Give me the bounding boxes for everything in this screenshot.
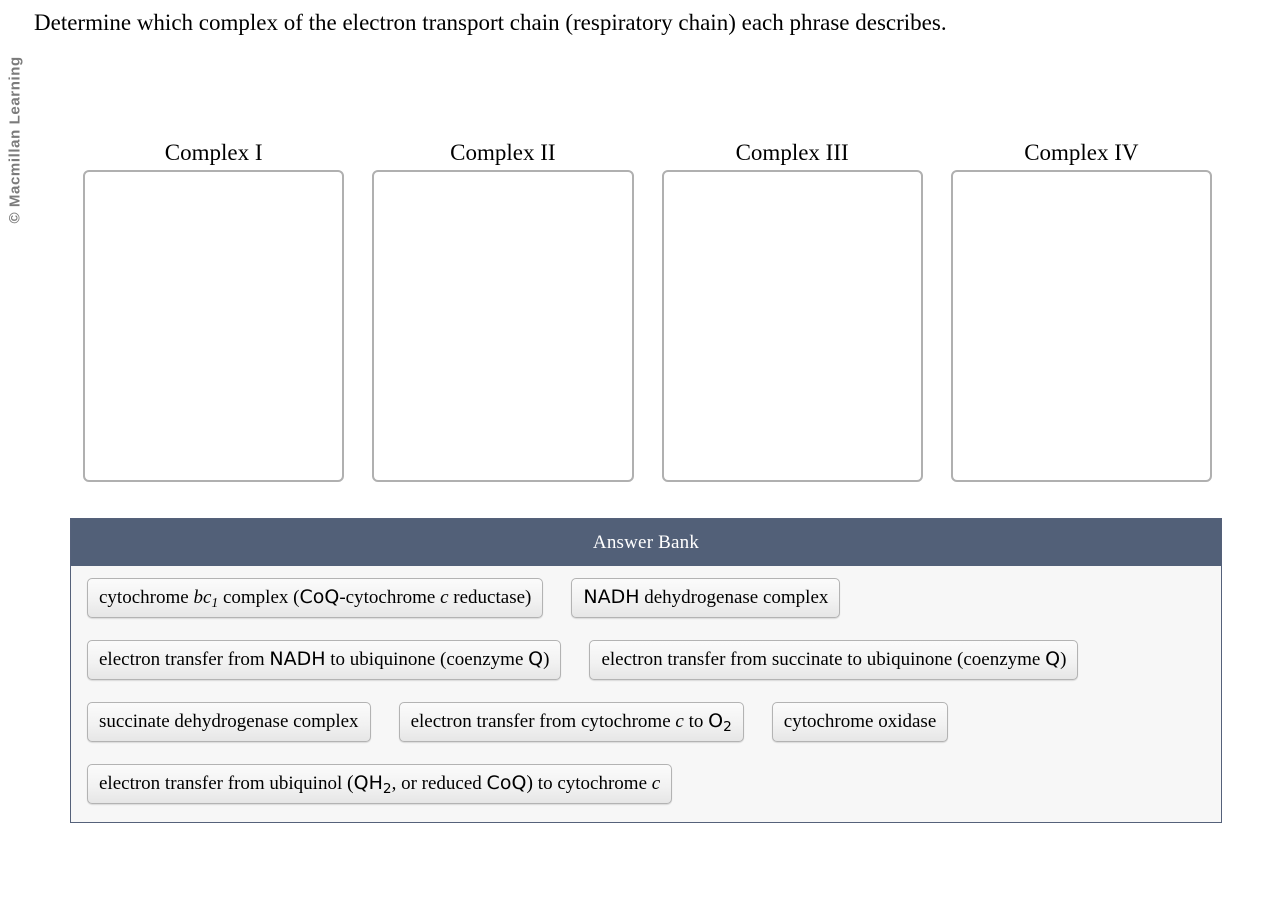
tile-nadh-dehydrogenase-complex[interactable]: NADH dehydrogenase complex [571,578,841,618]
copyright-watermark-label: © Macmillan Learning [6,56,24,224]
answer-bank-row: electron transfer from ubiquinol (QH2, o… [71,764,1221,804]
dropzone-label-complex-i: Complex I [164,140,263,165]
dropzone-label-complex-iii: Complex III [735,140,849,165]
answer-bank-row: cytochrome bc1 complex (CoQ-cytochrome c… [71,578,1221,618]
dropzone-box-complex-i[interactable] [83,170,345,482]
dropzone-complex-i[interactable]: Complex I [83,138,345,482]
dropzone-label-complex-ii: Complex II [450,140,556,165]
tile-cytochrome-oxidase[interactable]: cytochrome oxidase [771,702,949,742]
dropzone-complex-iii[interactable]: Complex III [661,138,923,482]
tile-electron-transfer-succinate-to-ubiquinone[interactable]: electron transfer from succinate to ubiq… [589,640,1079,680]
answer-bank-header: Answer Bank [71,519,1221,566]
copyright-watermark: © Macmillan Learning [0,0,30,230]
dropzone-box-complex-iv[interactable] [950,170,1212,482]
answer-bank-row: succinate dehydrogenase complex electron… [71,702,1221,742]
dropzone-label-complex-iv: Complex IV [1024,140,1139,165]
dropzone-row: Complex I Complex II Complex III Complex… [83,138,1212,482]
tile-cytochrome-bc1-complex[interactable]: cytochrome bc1 complex (CoQ-cytochrome c… [87,578,544,618]
question-prompt: Determine which complex of the electron … [34,10,947,35]
tile-succinate-dehydrogenase-complex[interactable]: succinate dehydrogenase complex [87,702,371,742]
answer-bank-title: Answer Bank [592,531,700,553]
dropzone-complex-ii[interactable]: Complex II [372,138,634,482]
dropzone-box-complex-iii[interactable] [661,170,923,482]
dropzone-box-complex-ii[interactable] [372,170,634,482]
answer-bank: Answer Bank cytochrome bc1 complex (CoQ-… [70,518,1222,823]
tile-electron-transfer-ubiquinol-to-cytochrome-c[interactable]: electron transfer from ubiquinol (QH2, o… [87,764,673,804]
dropzone-complex-iv[interactable]: Complex IV [950,138,1212,482]
answer-bank-row: electron transfer from NADH to ubiquinon… [71,640,1221,680]
tile-electron-transfer-nadh-to-ubiquinone[interactable]: electron transfer from NADH to ubiquinon… [87,640,562,680]
answer-bank-body: cytochrome bc1 complex (CoQ-cytochrome c… [71,566,1221,822]
tile-electron-transfer-cytochrome-c-to-o2[interactable]: electron transfer from cytochrome c to O… [398,702,744,742]
